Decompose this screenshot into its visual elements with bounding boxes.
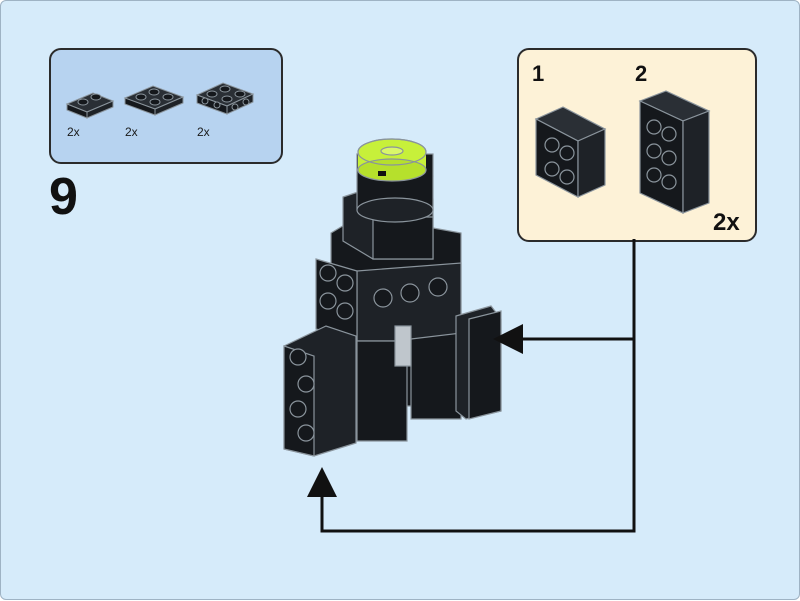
substep-2-brick-icon — [638, 90, 711, 214]
part-quantity: 2x — [125, 125, 138, 139]
connector-lines — [307, 239, 636, 533]
model-main-assembly — [283, 138, 502, 457]
part-plate-1x2-icon — [65, 92, 115, 119]
substep-label: 2 — [635, 61, 648, 86]
part-quantity: 2x — [197, 125, 210, 139]
part-plate-2x2-side-studs-icon — [195, 82, 255, 115]
part-plate-2x2-icon — [123, 85, 185, 116]
step-number: 9 — [49, 168, 78, 226]
substep-label: 1 — [532, 61, 545, 86]
part-quantity: 2x — [67, 125, 80, 139]
substep-1-brick-icon — [534, 106, 607, 198]
callout-multiplier: 2x — [713, 209, 740, 236]
